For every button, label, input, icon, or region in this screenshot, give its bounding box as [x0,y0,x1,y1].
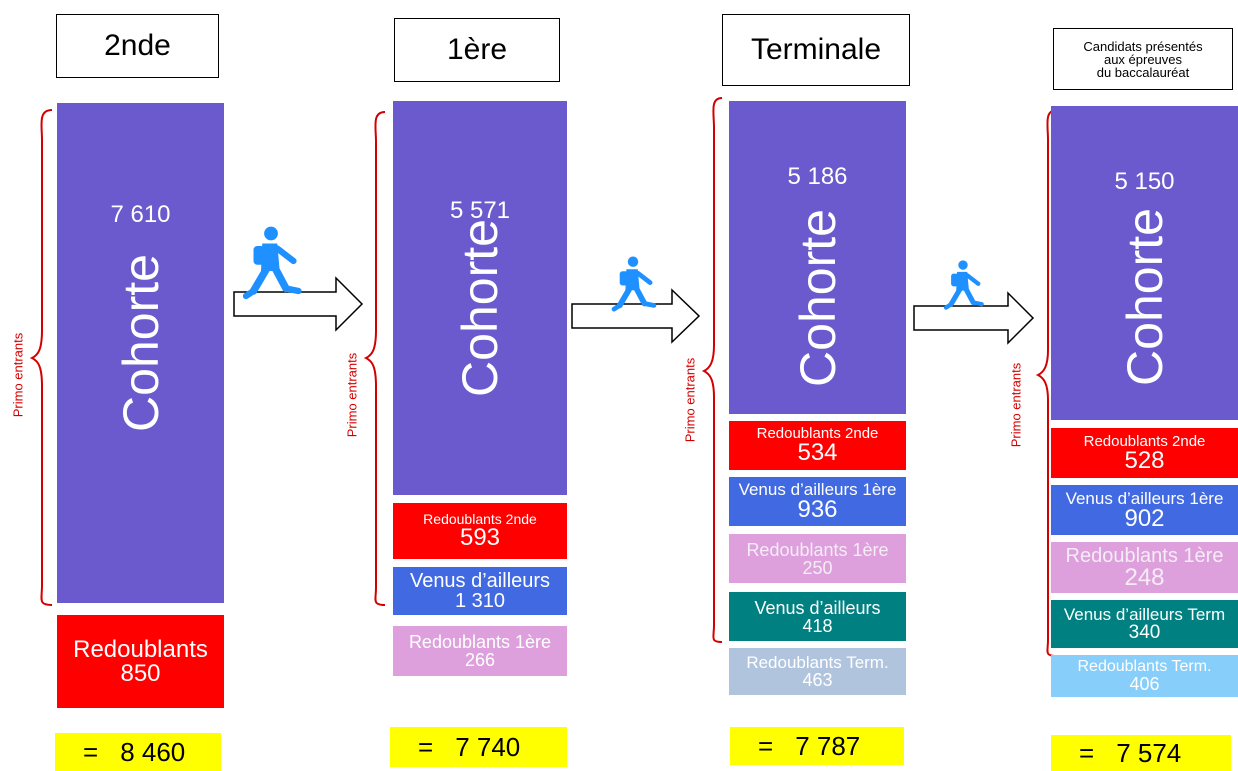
redoublants-term-block: Redoublants Term. 463 [729,648,906,695]
block-value: 266 [464,650,496,670]
block-value: 534 [797,439,838,466]
primo-label: Primo entrants [344,352,360,438]
header-bac-line: aux épreuves [1103,51,1183,67]
venus-ailleurs-1ere-block: Venus d’ailleurs 1ère 936 [729,477,906,526]
block-label: Venus d’ailleurs 1ère [1065,488,1224,508]
total-box: = 7 787 [730,727,904,765]
venus-ailleurs-block: Venus d’ailleurs 418 [729,592,906,641]
block-label: Redoublants 2nde [1083,432,1206,450]
block-label: Redoublants [73,635,208,663]
arrow-3 [913,291,1035,345]
block-label: Venus d’ailleurs [409,570,551,592]
cohort-value: 5 571 [449,197,511,224]
block-value: 248 [1124,563,1165,591]
redoublants-1ere-block: Redoublants 1ère 266 [393,626,567,676]
cohort-value: 7 610 [110,201,171,228]
cohort-block: 5 186 Cohorte [729,101,906,414]
primo-label: Primo entrants [682,357,698,443]
block-label: Redoublants 1ère [746,539,889,560]
total-value: 7 574 [1116,737,1182,768]
block-value: 902 [1124,504,1165,532]
redoublants-term-block: Redoublants Term. 406 [1051,655,1238,697]
block-label: Venus d’ailleurs Term [1063,605,1226,624]
cohort-block: 7 610 Cohorte [57,103,224,603]
block-value: 463 [802,670,833,690]
block-label: Venus d’ailleurs 1ère [738,480,897,499]
walker-icon [611,256,657,312]
total-equals: = [758,730,774,761]
cohort-value: 5 150 [1114,168,1175,195]
redoublants-1ere-block: Redoublants 1ère 250 [729,534,906,583]
total-equals: = [418,731,434,762]
block-label: Redoublants Term. [746,653,889,672]
block-label: Redoublants 1ère [408,632,552,652]
arrow-2 [571,288,701,344]
block-value: 250 [802,557,833,578]
cohort-label: Cohorte [452,219,508,397]
redoublants-2nde-block: Redoublants 2nde 593 [393,503,567,559]
redoublants-1ere-block: Redoublants 1ère 248 [1051,542,1238,593]
block-value: 418 [802,615,833,636]
block-value: 850 [120,659,161,687]
walker-icon [943,260,984,310]
header-terminale: Terminale [722,14,910,86]
redoublants-block: Redoublants 850 [57,615,224,708]
total-value: 7 740 [455,731,521,762]
arrow-1 [233,276,364,332]
header-bac-line: Candidats présentés [1083,38,1203,54]
header-1ere: 1ère [394,18,560,82]
block-value: 593 [459,524,501,551]
primo-label: Primo entrants [10,332,26,418]
header-2nde: 2nde [56,14,219,78]
total-equals: = [1079,737,1095,768]
total-box: = 7 740 [390,727,567,767]
cohort-block: 5 150 Cohorte [1051,106,1238,420]
cohort-label: Cohorte [789,208,846,387]
cohort-value: 5 186 [787,163,848,190]
block-value: 528 [1124,446,1165,474]
block-label: Redoublants 2nde [756,425,879,442]
primo-brace-2 [363,111,386,606]
redoublants-2nde-block: Redoublants 2nde 534 [729,421,906,470]
block-label: Redoublants 2nde [423,511,537,527]
cohort-label: Cohorte [1116,208,1173,386]
total-box: = 7 574 [1051,735,1231,771]
header-bac-line: du baccalauréat [1096,64,1190,80]
block-value: 406 [1129,674,1160,694]
walker-icon [242,226,302,300]
block-label: Redoublants Term. [1077,658,1212,675]
total-box: = 8 460 [55,733,221,771]
primo-brace-4 [1035,109,1058,657]
primo-brace-1 [29,109,53,606]
venus-ailleurs-block: Venus d’ailleurs 1 310 [393,567,567,615]
venus-ailleurs-1ere-block: Venus d’ailleurs 1ère 902 [1051,485,1238,535]
primo-label: Primo entrants [1008,362,1024,448]
total-value: 7 787 [795,730,861,761]
block-value: 340 [1128,622,1161,643]
venus-ailleurs-term-block: Venus d’ailleurs Term 340 [1051,600,1238,648]
total-value: 8 460 [120,736,186,767]
block-value: 936 [797,496,838,523]
cohort-block: 5 571 Cohorte [393,101,567,495]
total-equals: = [83,736,99,767]
redoublants-2nde-block: Redoublants 2nde 528 [1051,428,1238,478]
header-baccalaureat: Candidats présentés aux épreuves du bacc… [1053,28,1233,90]
block-label: Redoublants 1ère [1065,544,1224,567]
cohort-label: Cohorte [112,254,169,432]
primo-brace-3 [701,97,723,643]
block-value: 1 310 [454,590,506,612]
block-label: Venus d’ailleurs [754,597,881,618]
